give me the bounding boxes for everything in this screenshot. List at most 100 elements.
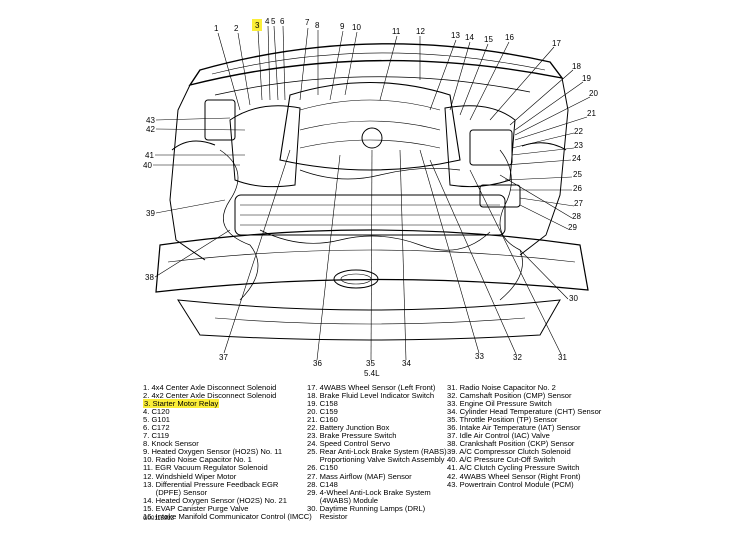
callout-18: 18 bbox=[572, 62, 581, 71]
legend-item: (4WABS) Module bbox=[307, 495, 379, 505]
callout-38: 38 bbox=[145, 273, 154, 282]
callout-6: 6 bbox=[280, 17, 285, 26]
legend-item: 13. Differential Pressure Feedback EGR bbox=[143, 479, 279, 489]
legend-item: 1. 4x4 Center Axle Disconnect Solenoid bbox=[143, 383, 277, 392]
legend-item: 12. Windshield Wiper Motor bbox=[143, 471, 237, 481]
legend-item: 29. 4-Wheel Anti-Lock Brake System bbox=[307, 487, 431, 497]
callout-21: 21 bbox=[587, 109, 596, 118]
callout-14: 14 bbox=[465, 33, 474, 42]
callout-26: 26 bbox=[573, 184, 582, 193]
legend-item: 9. Heated Oxygen Sensor (HO2S) No. 11 bbox=[143, 447, 283, 457]
callout-5: 5 bbox=[271, 17, 276, 26]
legend-item: 23. Brake Pressure Switch bbox=[307, 431, 397, 441]
callout-30: 30 bbox=[569, 294, 578, 303]
legend-item: 32. Camshaft Position (CMP) Sensor bbox=[447, 391, 572, 401]
legend-item: 15. EVAP Canister Purge Valve bbox=[143, 503, 249, 513]
legend-item: 14. Heated Oxygen Sensor (HO2S) No. 21 bbox=[143, 495, 287, 505]
legend-item: 21. C160 bbox=[307, 415, 338, 425]
callout-11: 11 bbox=[392, 27, 401, 36]
legend-item: 10. Radio Noise Capacitor No. 1 bbox=[143, 455, 252, 465]
callout-2: 2 bbox=[234, 24, 239, 33]
callout-23: 23 bbox=[574, 141, 583, 150]
legend-item: 7. C119 bbox=[143, 431, 170, 441]
callout-43: 43 bbox=[146, 116, 155, 125]
callout-22: 22 bbox=[574, 127, 583, 136]
callout-10: 10 bbox=[352, 23, 361, 32]
callout-3-highlight bbox=[252, 19, 262, 31]
engine-drawing bbox=[155, 43, 589, 341]
callout-35: 35 bbox=[366, 359, 375, 368]
legend-item: 17. 4WABS Wheel Sensor (Left Front) bbox=[307, 383, 436, 392]
leader-lines bbox=[153, 25, 591, 361]
legend-item: 24. Speed Control Servo bbox=[307, 439, 391, 449]
legend-column-3: 31. Radio Noise Capacitor No. 2 32. Cams… bbox=[447, 383, 602, 489]
legend-item: 19. C158 bbox=[307, 399, 338, 409]
callout-20: 20 bbox=[589, 89, 598, 98]
legend-item: 4. C120 bbox=[143, 407, 170, 417]
legend-item: 30. Daytime Running Lamps (DRL) bbox=[307, 503, 426, 513]
engine-size-label: 5.4L bbox=[364, 369, 380, 378]
callout-37: 37 bbox=[219, 353, 228, 362]
legend-item: 2. 4x2 Center Axle Disconnect Solenoid bbox=[143, 391, 277, 401]
callout-15: 15 bbox=[484, 35, 493, 44]
legend-item: 18. Brake Fluid Level Indicator Switch bbox=[307, 391, 435, 401]
legend-item: 20. C159 bbox=[307, 407, 338, 417]
legend-item: Resistor bbox=[307, 511, 348, 521]
callout-24: 24 bbox=[572, 154, 581, 163]
callout-25: 25 bbox=[573, 170, 582, 179]
callout-8: 8 bbox=[315, 21, 320, 30]
legend-item: 22. Battery Junction Box bbox=[307, 423, 390, 433]
legend-item: 25. Rear Anti-Lock Brake System (RABS) bbox=[307, 447, 447, 457]
legend-item: 35. Throttle Position (TP) Sensor bbox=[447, 415, 558, 425]
legend-item: 33. Engine Oil Pressure Switch bbox=[447, 399, 552, 409]
callout-29: 29 bbox=[568, 223, 577, 232]
callout-17: 17 bbox=[552, 39, 561, 48]
legend-item-highlighted: 3. Starter Motor Relay bbox=[143, 399, 312, 409]
legend-column-1: 1. 4x4 Center Axle Disconnect Solenoid 2… bbox=[143, 383, 312, 521]
legend-item: 42. 4WABS Wheel Sensor (Right Front) bbox=[447, 471, 581, 481]
legend-item: (DPFE) Sensor bbox=[143, 487, 208, 497]
callout-39: 39 bbox=[146, 209, 155, 218]
callout-34: 34 bbox=[402, 359, 411, 368]
callout-41: 41 bbox=[145, 151, 154, 160]
callout-33: 33 bbox=[475, 352, 484, 361]
callout-16: 16 bbox=[505, 33, 514, 42]
callout-4: 4 bbox=[265, 17, 270, 26]
legend-item: 43. Powertrain Control Module (PCM) bbox=[447, 479, 574, 489]
legend-item: 34. Cylinder Head Temperature (CHT) Sens… bbox=[447, 407, 602, 417]
legend-item: 41. A/C Clutch Cycling Pressure Switch bbox=[447, 463, 580, 473]
callout-40: 40 bbox=[143, 161, 152, 170]
legend-item: 6. C172 bbox=[143, 423, 170, 433]
callout-1: 1 bbox=[214, 24, 219, 33]
legend-item: 5. G101 bbox=[143, 415, 171, 425]
legend-item: 37. Idle Air Control (IAC) Valve bbox=[447, 431, 550, 441]
legend-item: 40. A/C Pressure Cut-Off Switch bbox=[447, 455, 556, 465]
callout-labels: 1 2 3 4 5 6 7 8 9 10 11 12 13 14 15 16 1… bbox=[143, 17, 598, 368]
callout-36: 36 bbox=[313, 359, 322, 368]
legend-item: 31. Radio Noise Capacitor No. 2 bbox=[447, 383, 556, 392]
legend-item: 36. Intake Air Temperature (IAT) Sensor bbox=[447, 423, 581, 433]
legend-item: 27. Mass Airflow (MAF) Sensor bbox=[307, 471, 412, 481]
callout-19: 19 bbox=[582, 74, 591, 83]
legend-item: 39. A/C Compressor Clutch Solenoid bbox=[447, 447, 571, 457]
callout-28: 28 bbox=[572, 212, 581, 221]
reference-code: G00118933 bbox=[143, 516, 174, 522]
callout-31: 31 bbox=[558, 353, 567, 362]
legend-item: 38. Crankshaft Position (CKP) Sensor bbox=[447, 439, 575, 449]
legend-column-2: 17. 4WABS Wheel Sensor (Left Front) 18. … bbox=[307, 383, 447, 521]
callout-7: 7 bbox=[305, 18, 310, 27]
legend-highlight: 3. Starter Motor Relay bbox=[143, 399, 220, 409]
callout-42: 42 bbox=[146, 125, 155, 134]
legend-item: 8. Knock Sensor bbox=[143, 439, 199, 449]
callout-12: 12 bbox=[416, 27, 425, 36]
callout-13: 13 bbox=[451, 31, 460, 40]
callout-32: 32 bbox=[513, 353, 522, 362]
callout-9: 9 bbox=[340, 22, 345, 31]
legend-item: 26. C150 bbox=[307, 463, 338, 473]
callout-27: 27 bbox=[574, 199, 583, 208]
legend-item: Proportioning Valve Switch Assembly bbox=[307, 455, 445, 465]
legend-item: 11. EGR Vacuum Regulator Solenoid bbox=[143, 463, 268, 473]
callout-3: 3 bbox=[255, 21, 260, 30]
legend-item: 16. Intake Manifold Communicator Control… bbox=[143, 511, 312, 521]
